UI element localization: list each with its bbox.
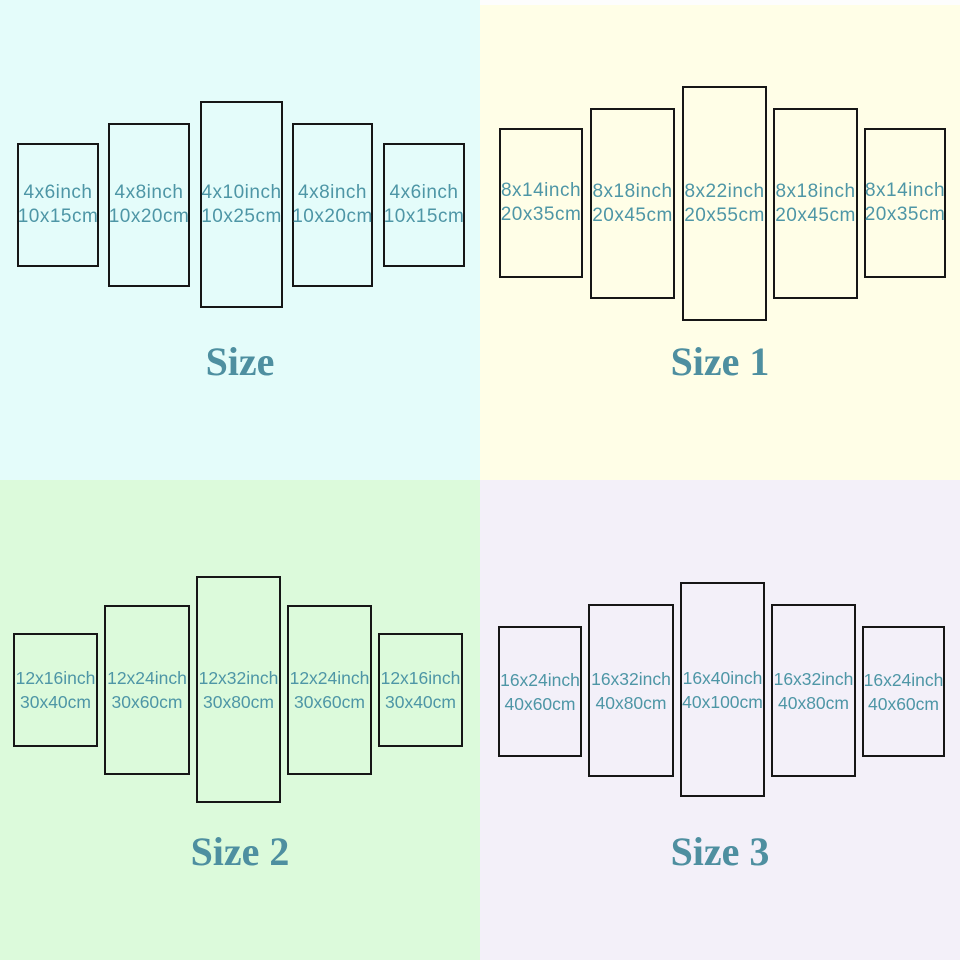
canvas-panel: 16x24inch 40x60cm — [498, 626, 582, 757]
canvas-panel: 16x24inch 40x60cm — [862, 626, 945, 757]
canvas-panel: 12x32inch 30x80cm — [196, 576, 281, 803]
panel-size-inch: 16x40inch — [682, 667, 763, 688]
panel-size-inch: 12x32inch — [198, 667, 279, 688]
quadrant-size: 4x6inch 10x15cm 4x8inch 10x20cm 4x10inch… — [0, 0, 480, 480]
panel-size-cm: 30x40cm — [19, 692, 91, 712]
panel-size-cm: 40x60cm — [867, 693, 939, 714]
panel-size-cm: 20x45cm — [592, 204, 673, 226]
panel-size-inch: 4x6inch — [389, 182, 459, 203]
panel-size-cm: 30x80cm — [202, 691, 274, 712]
panel-size-cm: 40x60cm — [504, 693, 576, 714]
panel-size-inch: 8x18inch — [775, 180, 856, 202]
panel-size-cm: 40x100cm — [682, 691, 763, 712]
canvas-panel: 8x18inch 20x45cm — [773, 108, 858, 299]
panel-size-inch: 4x8inch — [114, 182, 184, 203]
canvas-panel: 16x32inch 40x80cm — [771, 604, 856, 777]
panel-size-inch: 12x24inch — [289, 668, 370, 688]
canvas-panel: 8x18inch 20x45cm — [590, 108, 675, 299]
canvas-panel: 8x14inch 20x35cm — [864, 128, 946, 278]
panel-size-inch: 8x14inch — [864, 180, 946, 201]
canvas-panel: 4x8inch 10x20cm — [108, 123, 190, 287]
quadrant-size-3: 16x24inch 40x60cm 16x32inch 40x80cm 16x4… — [480, 480, 960, 960]
panel-size-cm: 20x45cm — [775, 204, 856, 226]
quadrant-title: Size — [205, 339, 275, 384]
canvas-panel: 12x16inch 30x40cm — [13, 633, 98, 747]
panel-size-inch: 8x14inch — [500, 180, 582, 201]
quadrant-title: Size 3 — [670, 829, 770, 874]
panel-size-cm: 30x40cm — [384, 692, 456, 712]
quadrant-title: Size 2 — [190, 829, 290, 874]
panel-size-inch: 4x8inch — [298, 182, 367, 203]
panel-size-inch: 16x32inch — [773, 668, 854, 689]
panel-size-inch: 16x24inch — [500, 669, 580, 690]
panel-size-cm: 10x15cm — [383, 206, 465, 227]
canvas-panel: 4x6inch 10x15cm — [383, 143, 465, 267]
panel-size-inch: 12x24inch — [107, 668, 187, 688]
panel-size-cm: 20x35cm — [864, 204, 946, 225]
canvas-panel: 4x8inch 10x20cm — [292, 123, 373, 287]
panel-size-cm: 10x20cm — [292, 206, 373, 227]
panel-size-cm: 10x25cm — [201, 205, 282, 227]
canvas-panel: 4x10inch 10x25cm — [200, 101, 283, 308]
canvas-panel: 16x40inch 40x100cm — [680, 582, 765, 797]
panel-size-cm: 20x55cm — [684, 204, 765, 226]
panel-size-inch: 12x16inch — [380, 668, 461, 688]
canvas-panel: 16x32inch 40x80cm — [588, 604, 674, 777]
panel-size-cm: 40x80cm — [777, 692, 849, 713]
panel-size-cm: 30x60cm — [111, 692, 183, 712]
panel-size-cm: 20x35cm — [500, 204, 582, 225]
panel-size-cm: 10x15cm — [17, 206, 99, 227]
panel-size-cm: 30x60cm — [293, 692, 365, 712]
panel-size-inch: 4x10inch — [201, 181, 282, 203]
panel-size-inch: 8x22inch — [684, 180, 765, 202]
panel-size-inch: 16x32inch — [591, 668, 671, 689]
canvas-panel: 12x24inch 30x60cm — [104, 605, 190, 775]
canvas-panel: 8x22inch 20x55cm — [682, 86, 767, 321]
panel-size-inch: 16x24inch — [863, 669, 944, 690]
quadrant-title: Size 1 — [670, 339, 770, 384]
quadrant-size-2: 12x16inch 30x40cm 12x24inch 30x60cm 12x3… — [0, 480, 480, 960]
canvas-panel: 4x6inch 10x15cm — [17, 143, 99, 267]
canvas-panel: 12x16inch 30x40cm — [378, 633, 463, 747]
panel-size-inch: 8x18inch — [592, 180, 673, 202]
canvas-panel: 8x14inch 20x35cm — [499, 128, 583, 278]
panel-size-inch: 4x6inch — [23, 182, 93, 203]
white-top-strip — [480, 0, 960, 5]
panel-size-cm: 10x20cm — [108, 206, 190, 227]
panel-size-cm: 40x80cm — [595, 692, 667, 713]
panel-size-inch: 12x16inch — [15, 668, 96, 688]
quadrant-size-1: 8x14inch 20x35cm 8x18inch 20x45cm 8x22in… — [480, 0, 960, 480]
canvas-panel: 12x24inch 30x60cm — [287, 605, 372, 775]
